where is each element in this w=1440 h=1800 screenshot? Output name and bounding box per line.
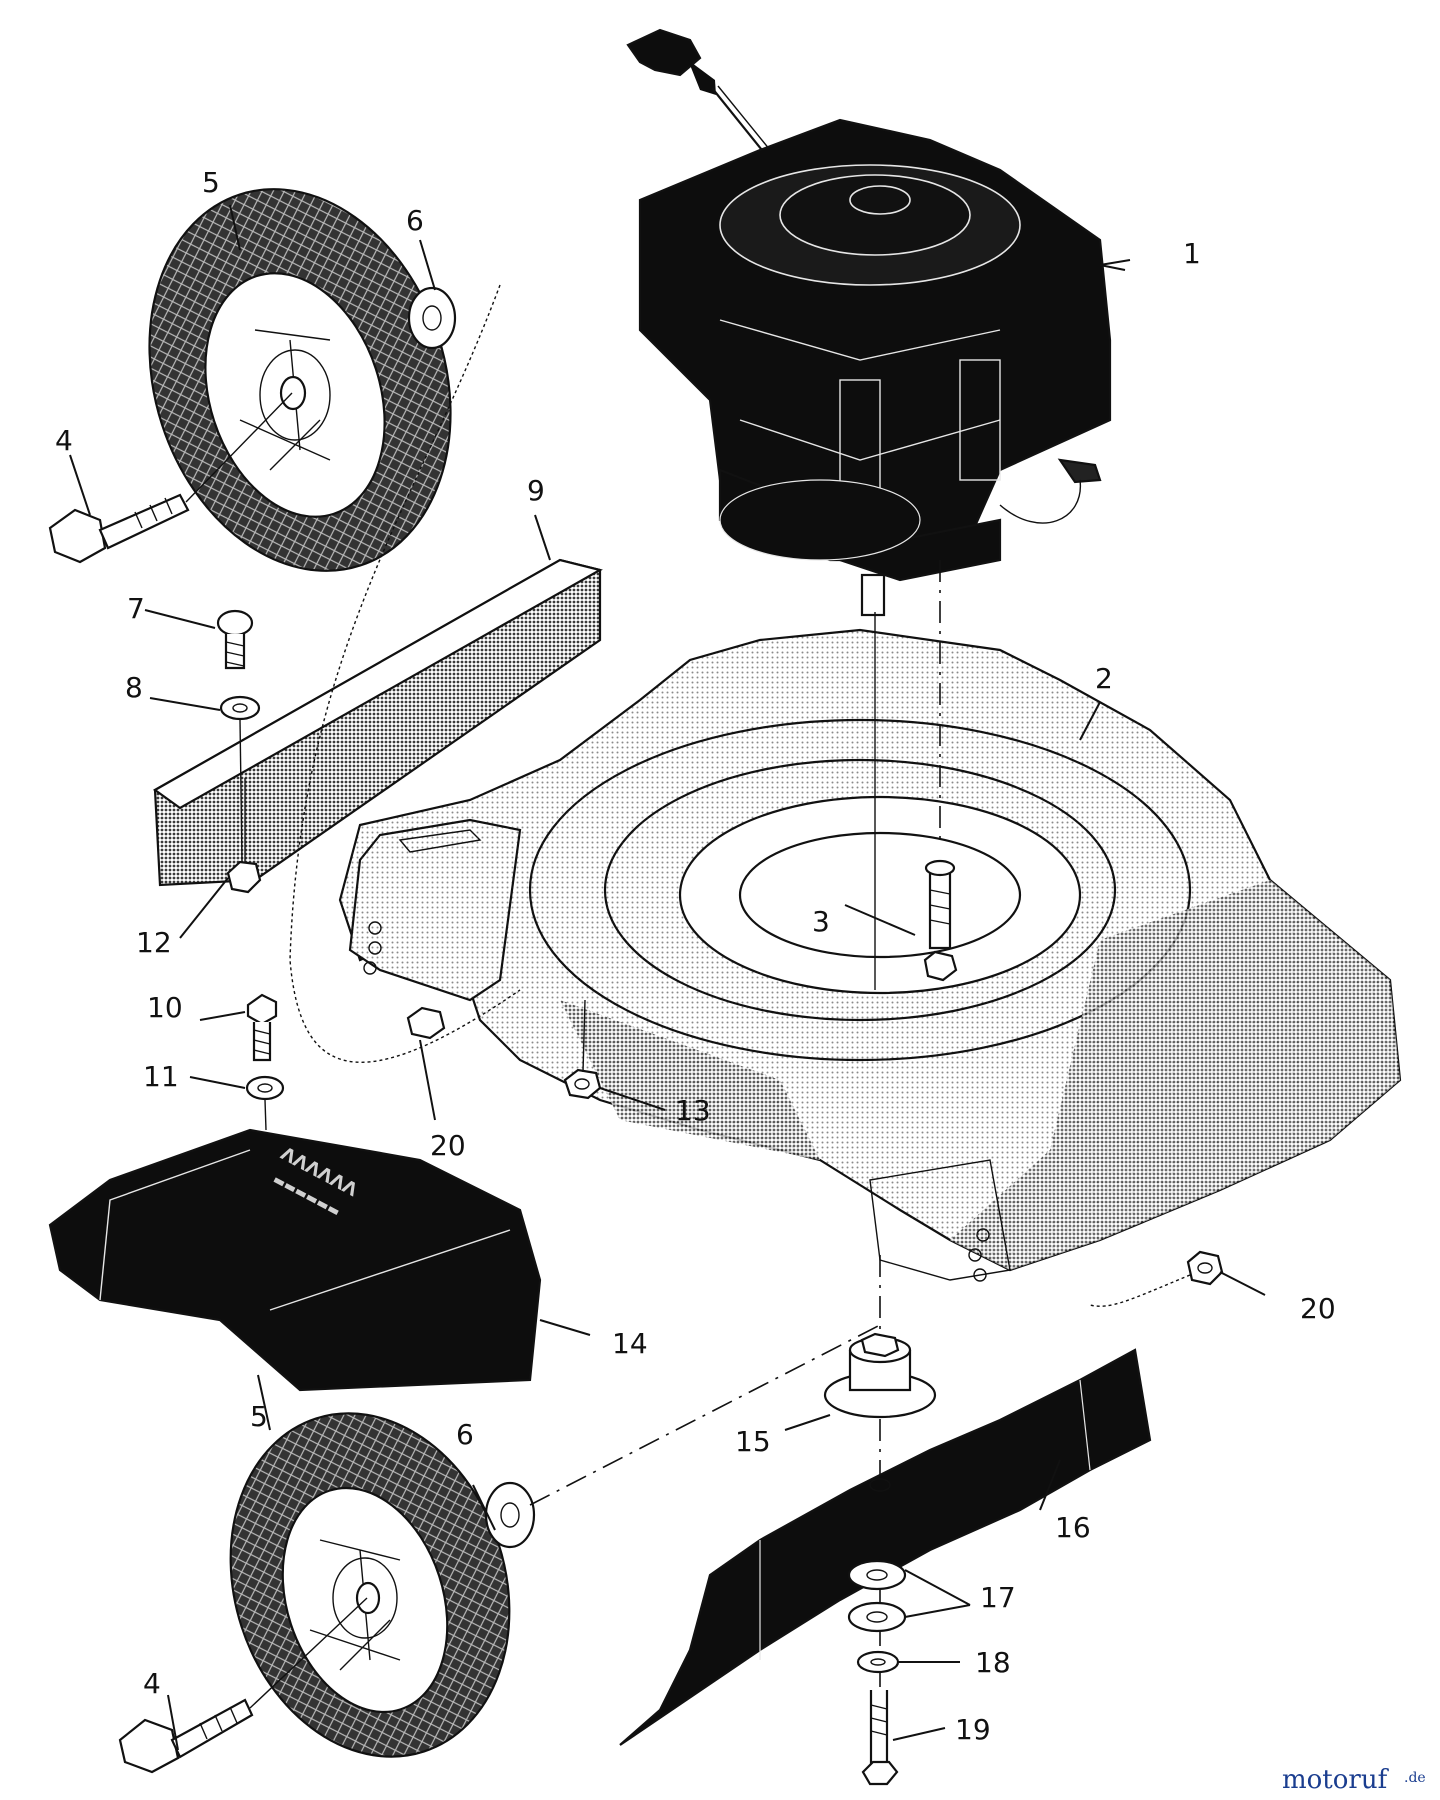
callout-3: 3 xyxy=(812,905,830,938)
callout-2: 2 xyxy=(1095,662,1113,695)
callout-12: 12 xyxy=(136,926,172,959)
callout-10: 10 xyxy=(147,991,183,1024)
baffle xyxy=(152,284,603,1063)
callout-4: 4 xyxy=(55,424,73,457)
callout-16: 16 xyxy=(1055,1511,1091,1544)
callout-11: 11 xyxy=(143,1060,179,1093)
callout-14: 14 xyxy=(612,1327,648,1360)
callout-7: 7 xyxy=(127,592,145,625)
deck-hardware xyxy=(563,560,958,1100)
callout-15: 15 xyxy=(735,1425,771,1458)
upper-wheel xyxy=(48,188,457,572)
callout-18: 18 xyxy=(975,1646,1011,1679)
callout-1: 1 xyxy=(1183,237,1201,270)
lower-wheel xyxy=(118,1324,881,1774)
callout-8: 8 xyxy=(125,671,143,704)
callout-5: 5 xyxy=(202,166,220,199)
callout-5: 5 xyxy=(250,1400,268,1433)
rear-shield: ΛΛΛΛΛΛ ▬▬▬▬▬▬ xyxy=(48,993,542,1392)
mower-deck xyxy=(338,628,1402,1282)
callout-20: 20 xyxy=(430,1129,466,1162)
part-callouts: 1 2 3 4 4 5 5 6 6 7 8 9 10 11 12 13 14 1… xyxy=(55,166,1336,1746)
callout-19: 19 xyxy=(955,1713,991,1746)
callout-20: 20 xyxy=(1300,1292,1336,1325)
engine xyxy=(626,28,1112,617)
callout-6: 6 xyxy=(456,1418,474,1451)
callout-6: 6 xyxy=(406,204,424,237)
callout-17: 17 xyxy=(980,1581,1016,1614)
callout-13: 13 xyxy=(675,1094,711,1127)
blade-assembly xyxy=(619,1250,1224,1786)
logo-text: motoruf xyxy=(1282,1765,1390,1795)
motoruf-logo: motoruf .de xyxy=(1282,1765,1426,1795)
callout-4: 4 xyxy=(143,1667,161,1700)
callout-9: 9 xyxy=(527,474,545,507)
leader-lines xyxy=(69,204,1266,1751)
logo-suffix: .de xyxy=(1404,1770,1426,1786)
